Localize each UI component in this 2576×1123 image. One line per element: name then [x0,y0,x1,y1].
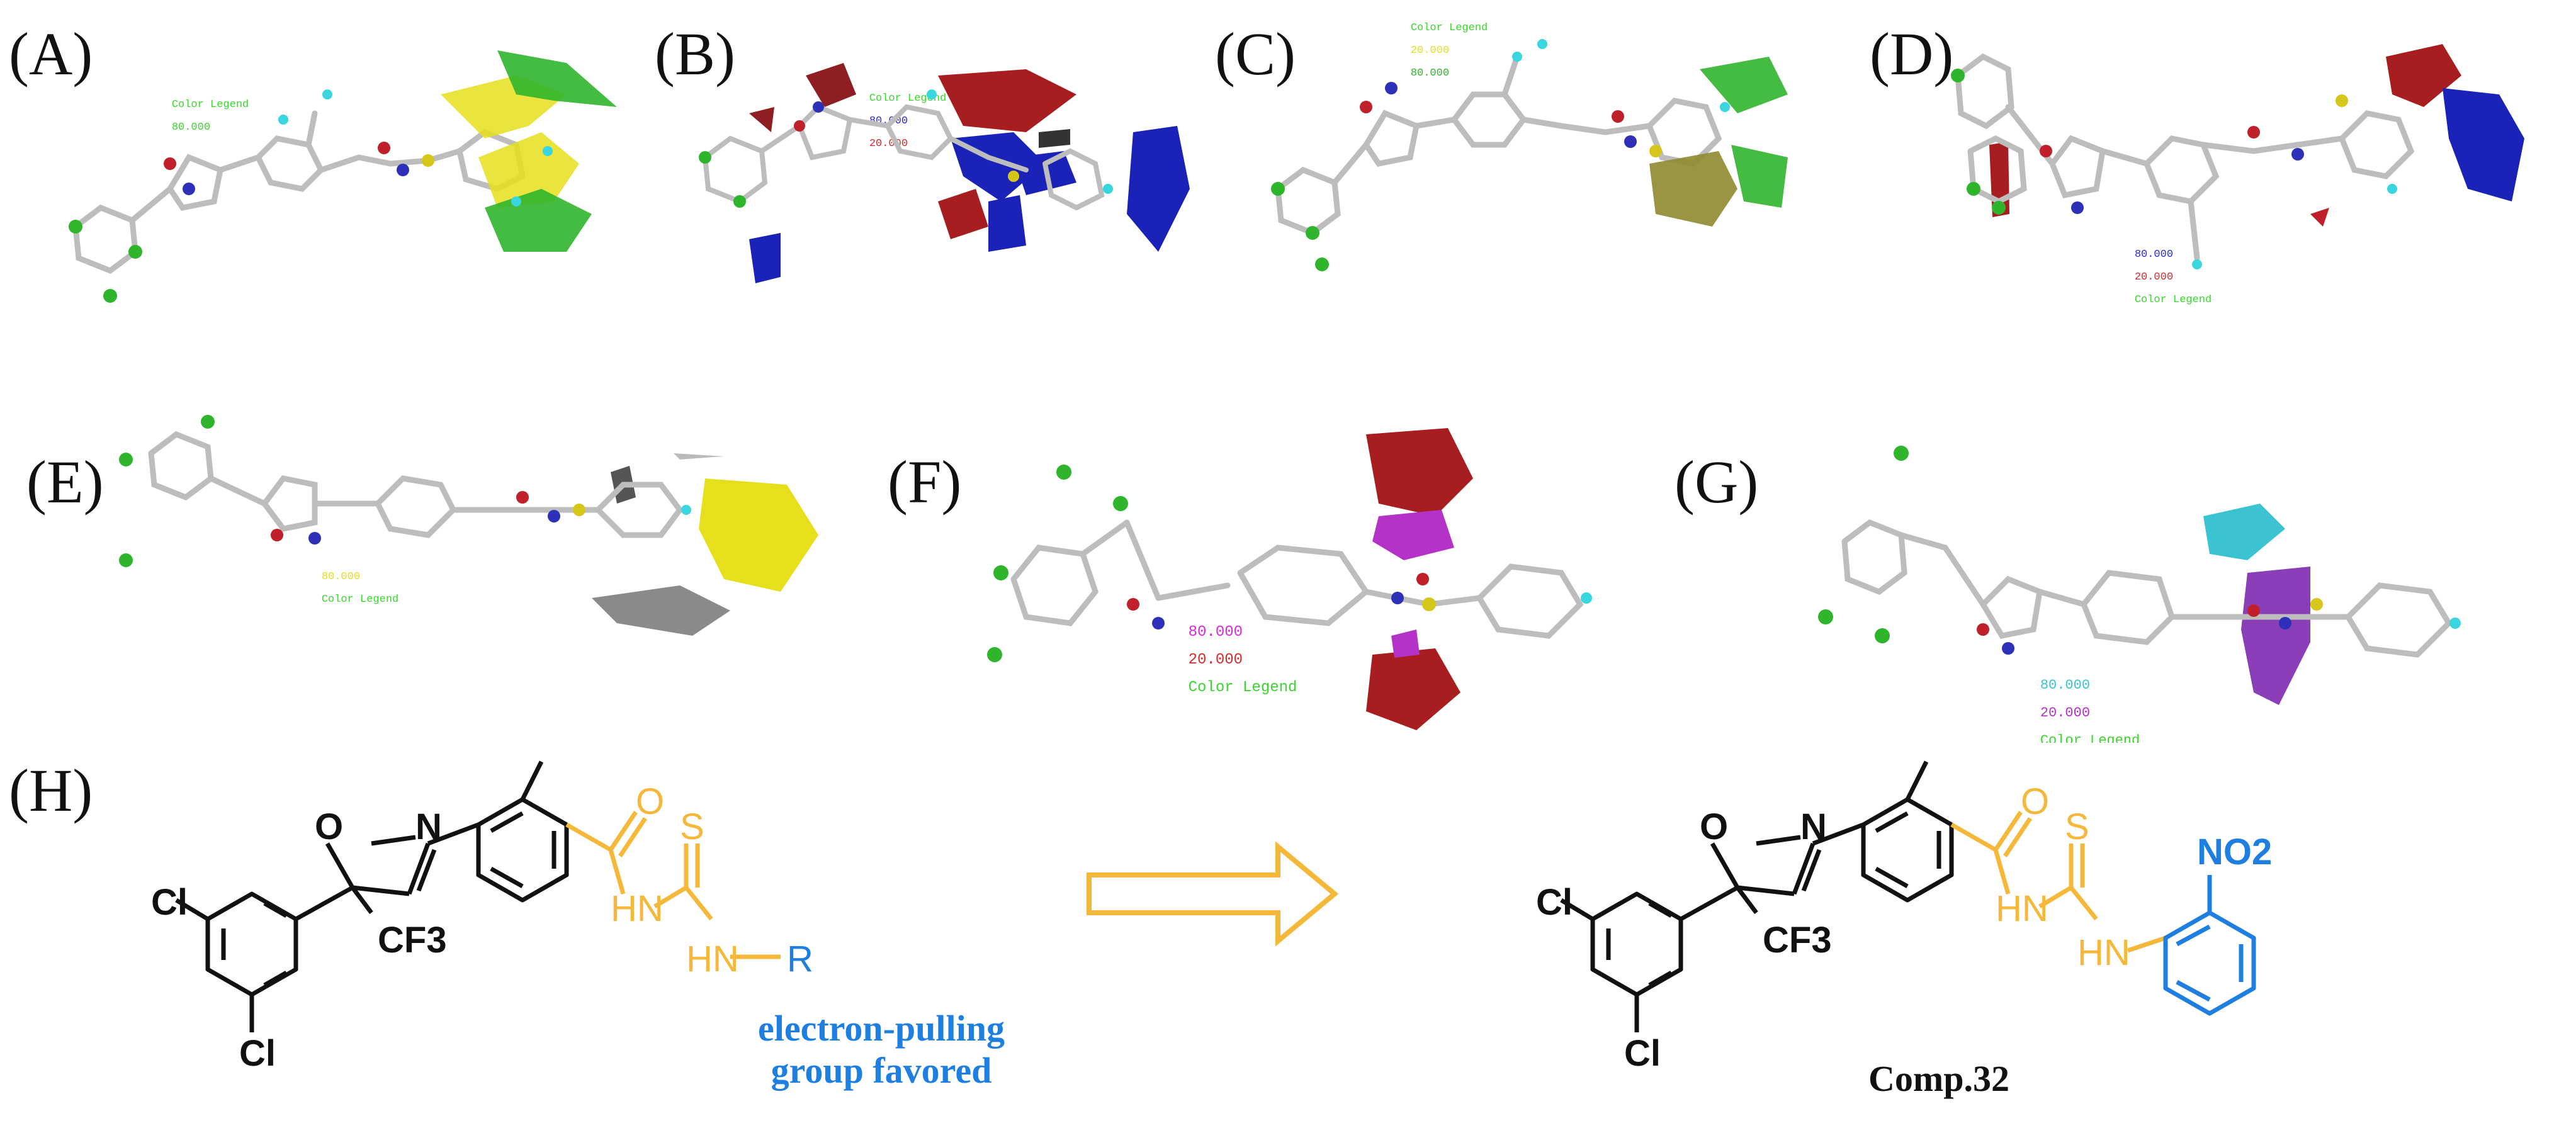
panel-c: (C) Color Legend 20.000 80.000 [1215,0,1844,365]
atom-label: HN [2077,932,2130,973]
legend-value: 20.000 [2040,705,2091,721]
legend-value: 80.000 [1410,67,1450,79]
atom-label: HN [1996,888,2048,929]
contour-map-molecule [987,428,1592,730]
atom-label: O [2021,781,2050,822]
legend-value: 80.000 [2040,677,2091,693]
legend-title: Color Legend [869,93,947,104]
contour-map-molecule [119,415,818,636]
legend-value: 80.000 [171,121,211,133]
panel-label: (G) [1675,448,1759,516]
left-structure-bonds [175,760,781,1032]
atom-label: NO2 [2197,832,2273,872]
atom-label: CF3 [1763,920,1832,961]
atom-label: O [636,781,665,822]
color-legend: 80.000 Color Legend [296,560,398,617]
legend-title: Color Legend [321,594,399,606]
panel-label: (E) [26,448,104,516]
panel-f: (F) 80.000 20.000 Color Legend [850,390,1656,743]
right-structure-bonds [1560,760,2256,1032]
legend-title: Color Legend [171,99,249,111]
contour-map-molecule [699,63,1190,283]
contour-map-molecule [1951,44,2524,269]
legend-value: 80.000 [321,571,361,583]
legend-value: 20.000 [1188,652,1243,669]
panel-label: (A) [9,20,93,87]
color-legend: 80.000 20.000 Color Legend [1152,612,1297,709]
panel-label: (C) [1215,20,1296,87]
legend-value: 20.000 [1410,45,1450,57]
legend-title: Color Legend [2134,294,2212,306]
legend-value: 80.000 [1188,624,1243,641]
electron-pulling-note: electron-pulling group favored [705,1007,1058,1092]
atom-label: Cl [1624,1033,1661,1074]
atom-label: O [315,806,344,847]
panel-label: (F) [888,448,962,516]
panel-g: (G) 80.000 20.000 Color Legend [1656,390,2576,743]
atom-label: HN [611,888,664,929]
legend-value: 80.000 [2134,249,2174,261]
panel-label: (D) [1870,20,1954,87]
atom-label: Cl [1536,882,1573,923]
panel-a: (A) Color Legend 80.000 [0,0,636,365]
transform-arrow [1087,841,1339,947]
atom-label: HN [686,939,739,979]
note-line: group favored [771,1050,992,1091]
atom-label: S [2065,806,2089,847]
atom-label: N [415,806,442,847]
atom-label: CF3 [378,920,447,961]
panel-d: (D) 80.000 20.000 Color Legend [1844,0,2576,365]
panel-e: (E) 80.000 Color Legend [0,390,850,743]
contour-map-molecule [1271,39,1788,271]
legend-title: Color Legend [2040,733,2140,743]
color-legend: Color Legend 20.000 80.000 [1385,11,1488,91]
panel-label: (B) [655,20,735,87]
color-legend: 80.000 20.000 Color Legend [2109,238,2212,317]
panel-b: (B) Color Legend 80.000 20.000 [636,0,1215,365]
legend-title: Color Legend [1410,22,1488,34]
atom-label: Cl [239,1033,276,1074]
atom-label: N [1800,806,1827,847]
note-line: electron-pulling [757,1008,1005,1049]
legend-value: 20.000 [2134,271,2174,283]
color-legend: 80.000 20.000 Color Legend [2007,665,2140,743]
color-legend: Color Legend 80.000 [146,88,249,145]
legend-title: Color Legend [1188,679,1297,696]
atom-label: Cl [151,882,188,923]
atom-label: O [1700,806,1729,847]
panel-label: (H) [9,757,93,824]
atom-label: R [787,939,813,979]
atom-label: S [680,806,704,847]
contour-map-molecule [1818,446,2461,705]
contour-map-molecule [69,50,617,303]
compound-label: Comp.32 [1868,1058,2009,1099]
panel-h: (H) [0,743,2576,1123]
